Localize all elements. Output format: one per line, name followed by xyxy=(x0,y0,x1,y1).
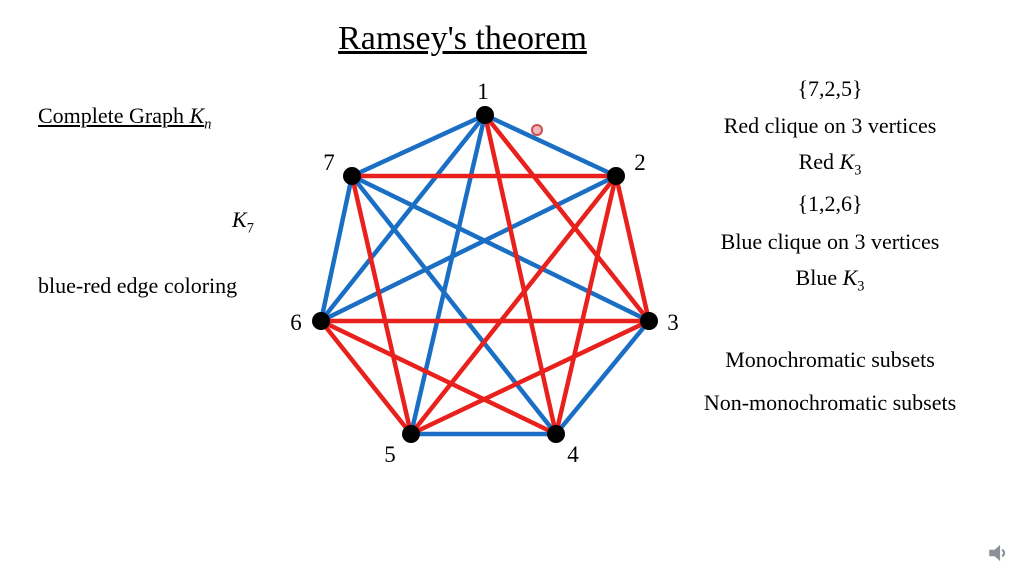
blue-k3-text: Blue xyxy=(795,265,843,290)
vertex-7 xyxy=(343,167,361,185)
edge-coloring-label: blue-red edge coloring xyxy=(38,273,238,298)
edge-2-4-red xyxy=(553,175,619,435)
k7-sub: 7 xyxy=(246,220,254,237)
edge-6-7-blue xyxy=(318,175,355,322)
complete-graph-heading: Complete Graph Kn xyxy=(38,103,211,133)
red-clique-label: Red clique on 3 vertices xyxy=(723,113,937,138)
vertex-3 xyxy=(640,312,658,330)
vertex-5 xyxy=(402,425,420,443)
vertex-4 xyxy=(547,425,565,443)
edge-5-6-red xyxy=(319,319,413,436)
volume-button[interactable] xyxy=(986,540,1012,566)
complete-graph-var: K xyxy=(189,103,205,128)
slide-title: Ramsey's theorem xyxy=(338,20,587,57)
edge-3-4-blue xyxy=(554,319,651,436)
red-set-label: {7,2,5} xyxy=(797,76,863,101)
vertex-6 xyxy=(312,312,330,330)
edge-3-5-red xyxy=(410,318,650,437)
edge-1-3-red xyxy=(483,113,651,323)
edge-4-6-red xyxy=(320,318,557,437)
vertex-label-4: 4 xyxy=(567,442,579,467)
k7-symbol: K7 xyxy=(232,207,254,237)
speaker-icon xyxy=(989,544,1006,562)
vertex-label-2: 2 xyxy=(634,150,646,175)
vertex-label-5: 5 xyxy=(384,442,396,467)
edge-2-5-red xyxy=(409,174,618,436)
vertex-label-6: 6 xyxy=(290,310,302,335)
edge-1-7-blue xyxy=(351,112,486,179)
laser-pointer-dot xyxy=(531,124,543,136)
red-k3-var: K xyxy=(839,149,855,174)
edge-2-3-red xyxy=(613,175,652,322)
vertex-2 xyxy=(607,167,625,185)
blue-k3-sub: 3 xyxy=(857,278,865,295)
red-k3-text: Red xyxy=(798,149,840,174)
red-k3-sub: 3 xyxy=(854,162,862,179)
edge-1-5-blue xyxy=(408,114,488,435)
red-k3-label: Red K3 xyxy=(640,149,1020,179)
blue-clique-label: Blue clique on 3 vertices xyxy=(720,229,940,254)
complete-graph-sub: n xyxy=(204,116,212,133)
vertex-label-3: 3 xyxy=(667,310,679,335)
monochromatic-label: Monochromatic subsets xyxy=(725,347,935,372)
edge-3-7-blue xyxy=(351,173,650,324)
edge-1-6-blue xyxy=(319,113,487,323)
edge-5-7-red xyxy=(349,175,414,435)
edge-2-6-blue xyxy=(320,173,617,324)
blue-k3-var: K xyxy=(842,265,858,290)
vertex-label-1: 1 xyxy=(477,79,489,104)
complete-graph-text: Complete Graph xyxy=(38,103,190,128)
blue-set-label: {1,2,6} xyxy=(797,191,863,216)
non-monochromatic-label: Non-monochromatic subsets xyxy=(703,390,957,415)
vertex-label-7: 7 xyxy=(323,150,335,175)
edge-4-7-blue xyxy=(350,174,558,436)
k7-var: K xyxy=(232,207,247,232)
vertex-1 xyxy=(476,106,494,124)
edge-1-2-blue xyxy=(484,112,617,179)
edge-1-4-red xyxy=(482,114,559,435)
blue-k3-label: Blue K3 xyxy=(640,265,1020,295)
